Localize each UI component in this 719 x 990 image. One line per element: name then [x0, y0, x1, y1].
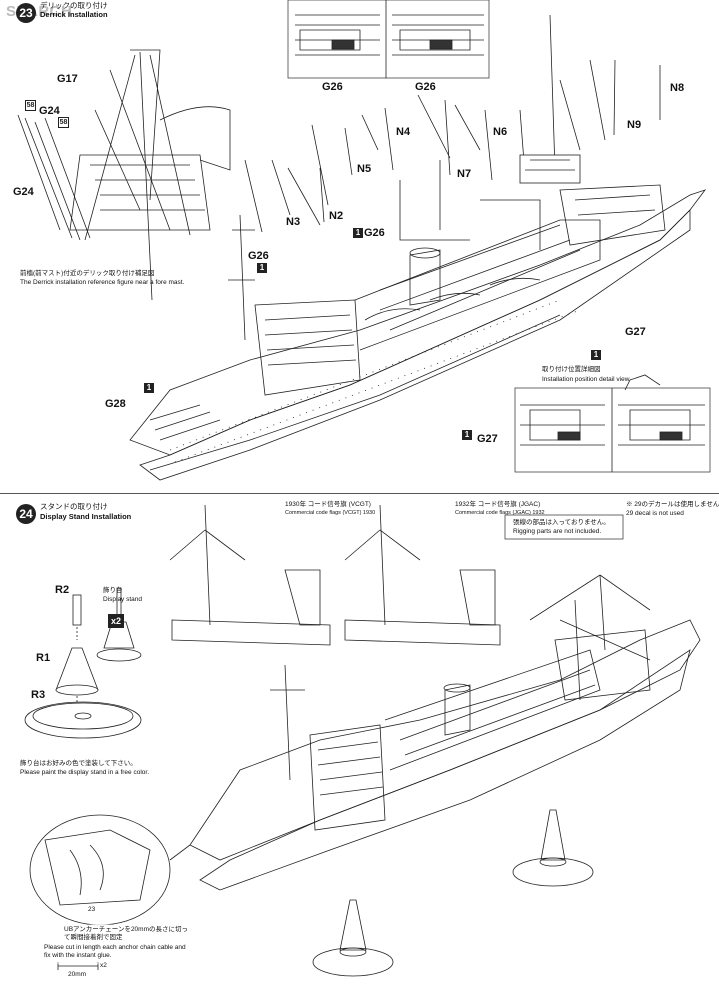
- part-label-g26-inset-2: G26: [415, 81, 436, 93]
- step-23-title-en: Derrick Installation: [40, 10, 108, 19]
- part-label-n8: N8: [670, 82, 685, 94]
- stand-label-en: Display stand: [103, 596, 143, 603]
- part-label-g28: G28: [105, 398, 126, 410]
- anchor-note-en: Please cut in length each anchor chain c…: [44, 944, 186, 959]
- part-label-n7: N7: [457, 168, 472, 180]
- flags-1932-en: Commercial code flags (JGAC) 1932: [455, 510, 545, 516]
- callout-marker-1-4: 1: [144, 383, 154, 393]
- fig-caption-en: The Derrick installation reference figur…: [20, 279, 185, 286]
- part-label-n5: N5: [357, 163, 372, 175]
- part-label-g26: G26: [364, 227, 385, 239]
- part-label-n6: N6: [493, 126, 508, 138]
- part-label-n4: N4: [396, 126, 411, 138]
- step-24-number: 24: [16, 504, 36, 524]
- decal-note-en: 29 decal is not used: [626, 510, 684, 517]
- qty-badge: x2: [108, 614, 124, 628]
- part-label-g27: G27: [625, 326, 646, 338]
- decal-note-jp: ※ 29のデカールは使用しません: [626, 501, 719, 508]
- part-label-g24-2: G24: [13, 186, 34, 198]
- mark-58: 58: [25, 100, 36, 111]
- detail-title-en: Installation position detail view: [542, 376, 630, 383]
- flags-1932-jp: 1932年 コード信号旗 (JGAC): [455, 501, 541, 508]
- callout-marker-1-5: 1: [462, 430, 472, 440]
- callout-marker-1: 1: [353, 228, 363, 238]
- part-label-g17: G17: [57, 73, 78, 85]
- part-label-g24: G24: [39, 105, 60, 117]
- part-label-n2: N2: [329, 210, 344, 222]
- detail-title-jp: 取り付け位置詳細図: [542, 366, 601, 373]
- part-label-n3: N3: [286, 216, 301, 228]
- fig-caption-jp: 前檣(前マスト)付近のデリック取り付け補足図: [20, 270, 155, 277]
- rigging-note-en: Rigging parts are not included.: [513, 528, 602, 535]
- part-label-g26-inset-1: G26: [322, 81, 343, 93]
- flags-1930-jp: 1930年 コード信号旗 (VCGT): [285, 501, 371, 508]
- paint-note-en: Please paint the display stand in a free…: [20, 769, 149, 776]
- step-23-number: 23: [16, 3, 36, 23]
- detail-part-23: 23: [88, 906, 96, 913]
- scale-qty: x2: [100, 962, 107, 969]
- section-divider: [0, 493, 719, 494]
- part-label-r3: R3: [31, 689, 46, 701]
- part-label-r2: R2: [55, 584, 70, 596]
- callout-marker-1-3: 1: [591, 350, 601, 360]
- part-label-g27-2: G27: [477, 433, 498, 445]
- anchor-note-jp: UBアンカーチェーンを20mmの長さに切って瞬間接着剤で固定: [64, 926, 189, 941]
- callout-marker-1-2: 1: [257, 263, 267, 273]
- stand-label-jp: 飾り台: [103, 587, 123, 594]
- part-label-g26-2: G26: [248, 250, 269, 262]
- rigging-note-jp: 張線の部品は入っておりません。: [513, 519, 610, 526]
- mark-58-2: 58: [58, 117, 69, 128]
- step-24-title-en: Display Stand Installation: [40, 512, 132, 521]
- part-label-r1: R1: [36, 652, 51, 664]
- ship-derrick-drawing: [17, 0, 711, 481]
- paint-note-jp: 飾り台はお好みの色で塗装して下さい。: [20, 760, 137, 767]
- scale-label: 20mm: [68, 971, 87, 978]
- flags-1930-en: Commercial code flags (VCGT) 1930: [285, 510, 376, 516]
- step-23-title-jp: デリックの取り付け: [40, 1, 108, 10]
- part-label-n9: N9: [627, 119, 642, 131]
- step-24-title-jp: スタンドの取り付け: [40, 502, 108, 511]
